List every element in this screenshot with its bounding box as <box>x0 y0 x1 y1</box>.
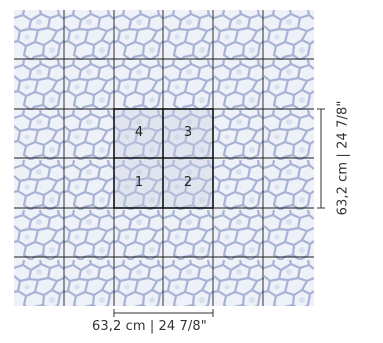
center-block-outline <box>113 108 214 209</box>
dimension-line-horizontal <box>113 309 214 317</box>
quadrant-label-4: 4 <box>134 125 144 140</box>
quadrant-label-1: 1 <box>134 175 144 190</box>
dimension-label-vertical: 63,2 cm | 24 7/8" <box>335 100 351 216</box>
dimension-label-horizontal: 63,2 cm | 24 7/8" <box>92 319 207 334</box>
quadrant-label-3: 3 <box>183 125 193 140</box>
dimension-line-vertical <box>317 108 325 209</box>
quadrant-label-2: 2 <box>183 175 193 190</box>
